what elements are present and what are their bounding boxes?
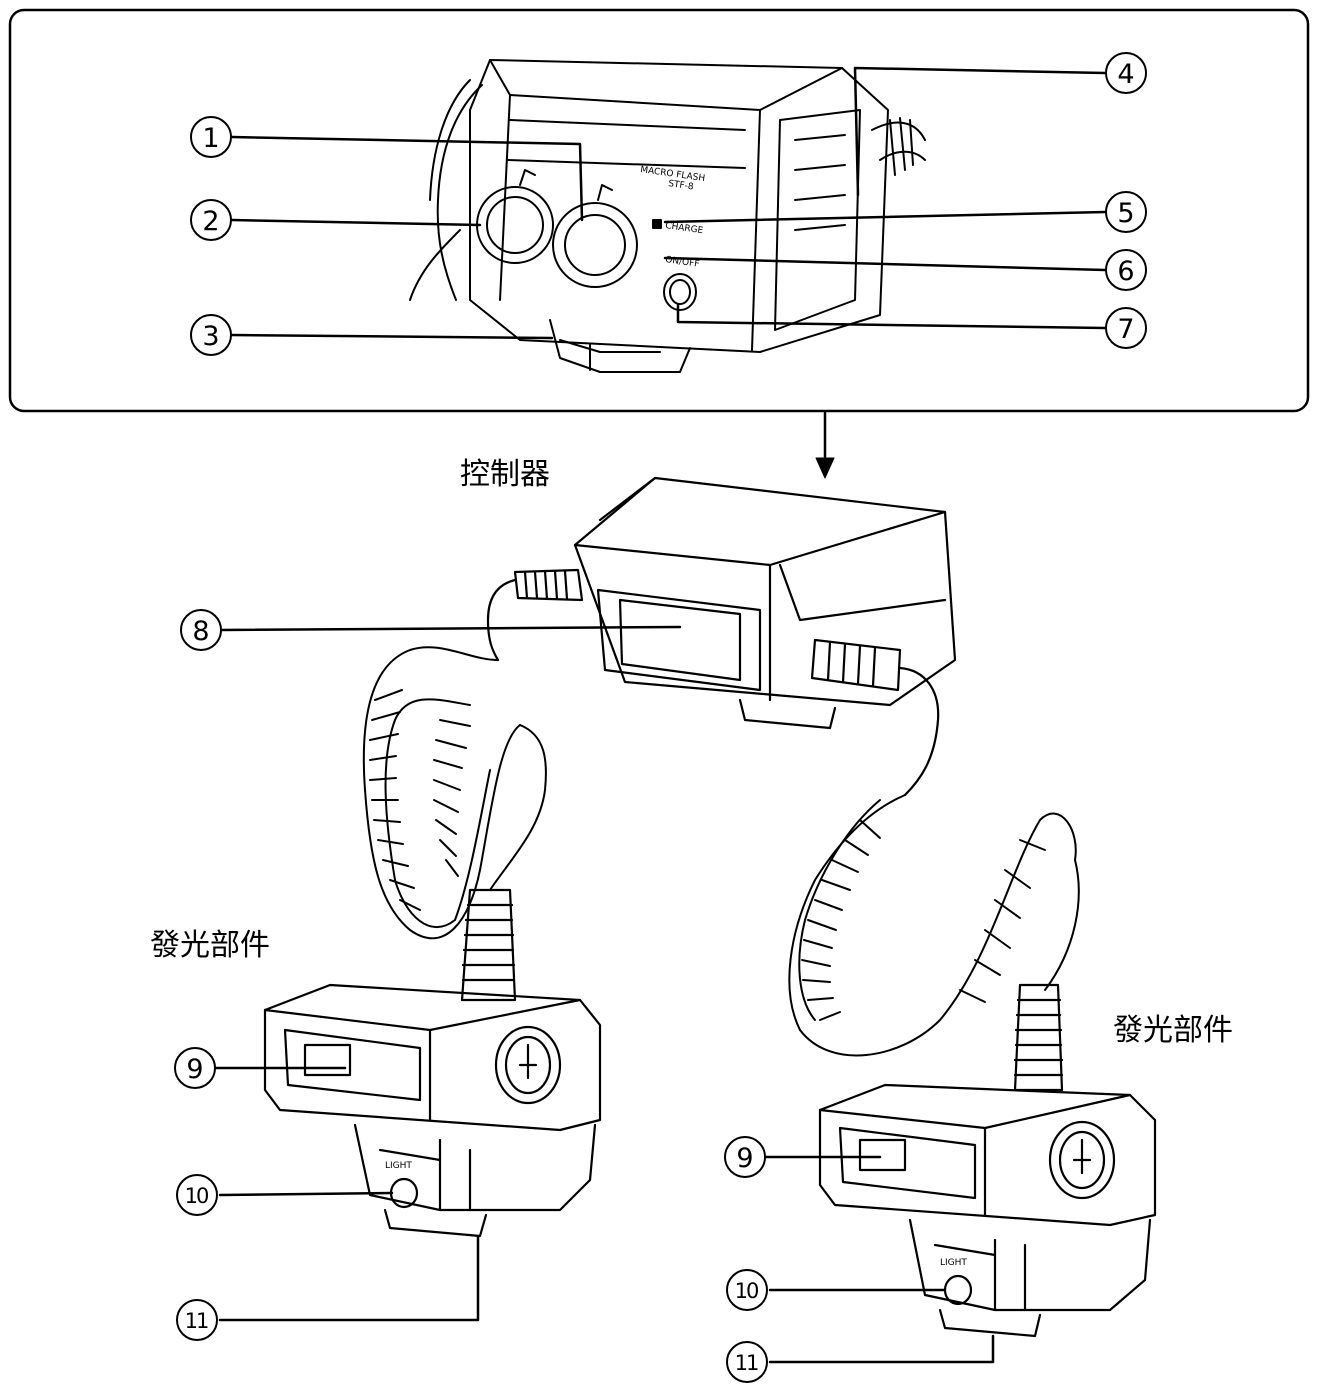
charge-label: CHARGE — [665, 221, 704, 236]
caption-controller: 控制器 — [460, 457, 550, 492]
callout-10-left: 10 — [176, 1174, 218, 1216]
svg-text:9: 9 — [736, 1143, 753, 1174]
svg-text:3: 3 — [202, 321, 219, 352]
left-coil-cable — [362, 646, 547, 940]
right-coil-cable — [788, 794, 1080, 1057]
left-emitter-label: LIGHT — [385, 1161, 412, 1171]
callout-8: 8 — [180, 609, 222, 651]
brand-line2: STF-8 — [668, 179, 695, 192]
callout-9-right: 9 — [724, 1136, 766, 1178]
inset-arrow — [815, 411, 835, 479]
left-emitter: LIGHT — [263, 888, 602, 1238]
callout-11-right: 11 — [726, 1341, 768, 1383]
callout-5: 5 — [1105, 191, 1147, 233]
svg-text:11: 11 — [735, 1351, 758, 1375]
callout-2: 2 — [190, 199, 232, 241]
right-emitter: LIGHT — [818, 983, 1157, 1338]
leader-lines — [213, 66, 1107, 1364]
controller-closeup: MACRO FLASH STF-8 CHARGE ON/OFF — [409, 59, 926, 373]
caption-emitter-right: 發光部件 — [1113, 1013, 1233, 1048]
svg-text:10: 10 — [735, 1279, 758, 1303]
svg-text:6: 6 — [1117, 256, 1134, 287]
callout-4: 4 — [1105, 52, 1147, 94]
callout-3: 3 — [190, 314, 232, 356]
inset-frame — [8, 8, 1310, 413]
callout-1: 1 — [190, 116, 232, 158]
svg-text:10: 10 — [185, 1184, 208, 1208]
svg-text:1: 1 — [202, 123, 219, 154]
svg-text:11: 11 — [185, 1309, 208, 1333]
svg-text:9: 9 — [186, 1054, 203, 1085]
svg-text:8: 8 — [192, 616, 209, 647]
svg-text:2: 2 — [202, 206, 219, 237]
callout-10-right: 10 — [726, 1269, 768, 1311]
svg-text:5: 5 — [1117, 198, 1134, 229]
callout-9-left: 9 — [174, 1047, 216, 1089]
svg-text:4: 4 — [1117, 59, 1134, 90]
callout-7: 7 — [1105, 307, 1147, 349]
caption-emitter-left: 發光部件 — [150, 928, 270, 963]
controller-unit — [486, 476, 957, 797]
svg-text:7: 7 — [1117, 314, 1134, 345]
callout-6: 6 — [1105, 249, 1147, 291]
callout-11-left: 11 — [176, 1299, 218, 1341]
right-emitter-label: LIGHT — [940, 1258, 967, 1268]
